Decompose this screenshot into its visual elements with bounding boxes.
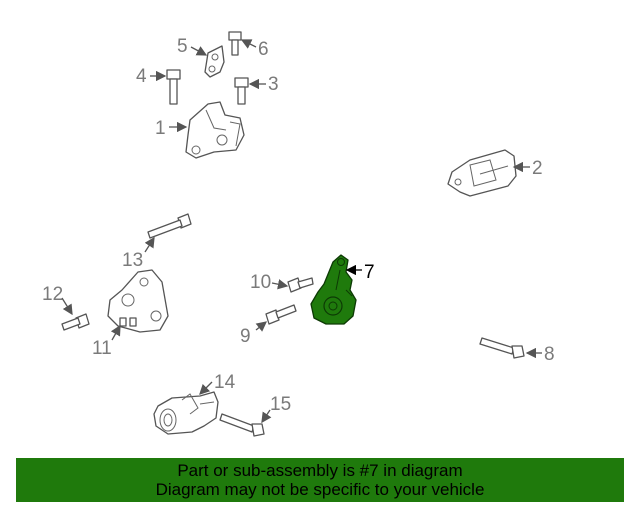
callout-8: 8 bbox=[544, 344, 555, 365]
callout-3: 3 bbox=[268, 74, 279, 95]
part-9-bolt[interactable] bbox=[265, 304, 297, 325]
part-10-bolt[interactable] bbox=[287, 277, 314, 293]
leader-6 bbox=[240, 39, 257, 49]
leader-5 bbox=[190, 46, 208, 56]
part-4-bolt[interactable] bbox=[166, 69, 181, 105]
part-12-bolt[interactable] bbox=[61, 313, 90, 331]
part-info-banner: Part or sub-assembly is #7 in diagram Di… bbox=[16, 458, 624, 502]
part-8-bolt[interactable] bbox=[479, 337, 525, 359]
callout-5: 5 bbox=[177, 36, 188, 57]
callout-12: 12 bbox=[42, 284, 63, 305]
part-14-lower-mount[interactable] bbox=[153, 391, 219, 435]
callout-2: 2 bbox=[532, 158, 543, 179]
callout-10: 10 bbox=[250, 272, 271, 293]
part-5-bracket[interactable] bbox=[204, 45, 225, 78]
banner-line-disclaimer: Diagram may not be specific to your vehi… bbox=[155, 480, 485, 499]
part-3-bolt[interactable] bbox=[234, 77, 249, 105]
callout-1: 1 bbox=[155, 118, 166, 139]
callout-11: 11 bbox=[92, 338, 112, 359]
leader-14 bbox=[199, 381, 213, 395]
parts-diagram: 5 6 4 3 1 2 13 bbox=[42, 31, 555, 437]
part-15-bolt[interactable] bbox=[219, 413, 265, 437]
leader-10 bbox=[271, 279, 289, 290]
part-13-bolt[interactable] bbox=[147, 213, 192, 239]
part-11-mount-bracket[interactable] bbox=[107, 269, 169, 333]
callout-7: 7 bbox=[364, 262, 375, 283]
part-1-engine-mount[interactable] bbox=[185, 101, 245, 159]
leader-11 bbox=[110, 324, 121, 341]
leader-13 bbox=[144, 236, 155, 253]
callout-15: 15 bbox=[270, 394, 291, 415]
callout-9: 9 bbox=[240, 326, 251, 347]
callout-14: 14 bbox=[214, 372, 236, 393]
part-6-bolt[interactable] bbox=[228, 31, 242, 56]
callout-4: 4 bbox=[136, 66, 147, 87]
callout-6: 6 bbox=[258, 39, 269, 60]
part-7-highlighted-mount[interactable] bbox=[310, 254, 357, 325]
leader-12 bbox=[61, 297, 73, 316]
leader-15 bbox=[261, 409, 272, 424]
banner-line-part: Part or sub-assembly is #7 in diagram bbox=[177, 461, 463, 480]
part-2-transmission-mount[interactable] bbox=[447, 149, 517, 197]
callout-13: 13 bbox=[122, 250, 143, 271]
leader-9 bbox=[255, 321, 268, 332]
